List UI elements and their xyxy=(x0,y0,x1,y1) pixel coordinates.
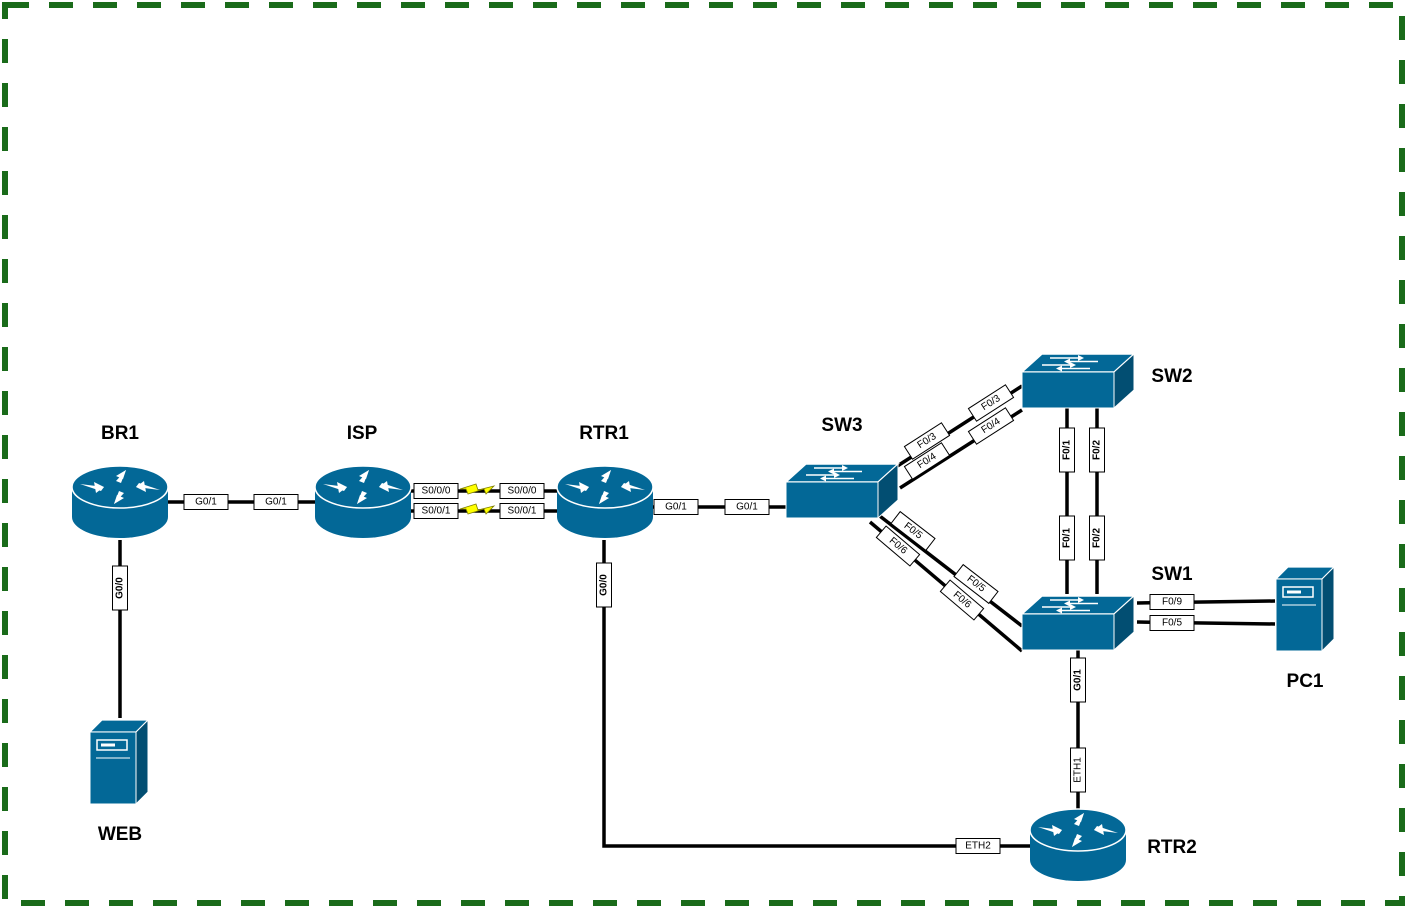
router-icon[interactable] xyxy=(71,465,169,539)
port-text: F0/2 xyxy=(1092,528,1103,548)
device-label-sw2: SW2 xyxy=(1151,366,1192,387)
router-icon[interactable] xyxy=(314,465,412,539)
device-label-sw3: SW3 xyxy=(821,415,862,436)
port-label: G0/0 xyxy=(112,565,128,611)
port-text: ETH2 xyxy=(965,841,991,852)
device-label-sw1: SW1 xyxy=(1151,564,1193,585)
device-label-isp: ISP xyxy=(347,423,378,444)
port-label: G0/1 xyxy=(253,494,299,510)
switch-icon[interactable] xyxy=(785,463,899,519)
device-label-pc1: PC1 xyxy=(1287,671,1324,692)
port-label: F0/4 xyxy=(903,442,951,480)
device-label-rtr2: RTR2 xyxy=(1147,837,1197,858)
port-text: F0/1 xyxy=(1062,528,1073,548)
port-text: ETH1 xyxy=(1073,757,1084,783)
port-labels: G0/1 G0/1 G0/0 S0/0/0 S0/0/1 S0/0/0 S0/0… xyxy=(112,384,1195,854)
device-label-rtr1: RTR1 xyxy=(579,423,629,444)
switch-icon[interactable] xyxy=(1021,353,1135,409)
port-label: F0/2 xyxy=(1089,427,1105,473)
port-text: F0/9 xyxy=(1162,597,1182,608)
port-text: F0/2 xyxy=(1092,440,1103,460)
port-label: G0/0 xyxy=(596,562,612,608)
port-label: G0/1 xyxy=(1070,657,1086,703)
port-label: S0/0/0 xyxy=(413,483,459,499)
port-text: G0/1 xyxy=(665,502,687,513)
port-label: ETH1 xyxy=(1070,747,1086,793)
link-sw3-sw1-a xyxy=(870,508,1024,628)
device-label-br1: BR1 xyxy=(101,423,139,444)
port-text: S0/0/0 xyxy=(422,486,451,497)
port-label: F0/5 xyxy=(953,563,999,605)
device-label-web: WEB xyxy=(98,824,142,845)
device-labels: BR1 ISP RTR1 SW3 SW2 SW1 PC1 WEB RTR2 xyxy=(98,366,1324,858)
port-label: F0/1 xyxy=(1059,515,1075,561)
port-label: ETH2 xyxy=(955,838,1001,854)
port-label: S0/0/0 xyxy=(499,483,545,499)
port-text: S0/0/0 xyxy=(508,486,537,497)
router-icon[interactable] xyxy=(556,465,654,539)
port-label: F0/2 xyxy=(1089,515,1105,561)
port-text: G0/1 xyxy=(195,497,217,508)
port-label: F0/3 xyxy=(967,384,1015,422)
port-label: S0/0/1 xyxy=(413,503,459,519)
port-text: G0/1 xyxy=(265,497,287,508)
port-text: S0/0/1 xyxy=(508,506,537,517)
port-label: F0/6 xyxy=(939,579,985,621)
port-text: S0/0/1 xyxy=(422,506,451,517)
server-icon[interactable] xyxy=(89,719,149,805)
server-icon[interactable] xyxy=(1275,566,1335,652)
port-label: F0/4 xyxy=(967,407,1015,445)
port-text: G0/0 xyxy=(115,577,126,599)
port-label: F0/3 xyxy=(903,422,951,460)
port-label: G0/1 xyxy=(653,499,699,515)
port-text: F0/5 xyxy=(1162,618,1182,629)
port-label: S0/0/1 xyxy=(499,503,545,519)
link-rtr1-rtr2 xyxy=(602,540,1030,848)
router-icon[interactable] xyxy=(1029,808,1127,882)
port-label: G0/1 xyxy=(724,499,770,515)
port-text: G0/0 xyxy=(599,574,610,596)
port-label: F0/5 xyxy=(1149,615,1195,631)
port-label: F0/9 xyxy=(1149,594,1195,610)
port-text: G0/1 xyxy=(736,502,758,513)
port-label: F0/1 xyxy=(1059,427,1075,473)
serial-bolt-icon xyxy=(459,503,496,515)
port-text: F0/1 xyxy=(1062,440,1073,460)
port-label: F0/5 xyxy=(890,510,936,552)
serial-bolt-icon xyxy=(459,483,496,495)
switch-icon[interactable] xyxy=(1021,595,1135,651)
port-label: G0/1 xyxy=(183,494,229,510)
port-text: G0/1 xyxy=(1073,669,1084,691)
port-label: F0/6 xyxy=(875,525,921,567)
